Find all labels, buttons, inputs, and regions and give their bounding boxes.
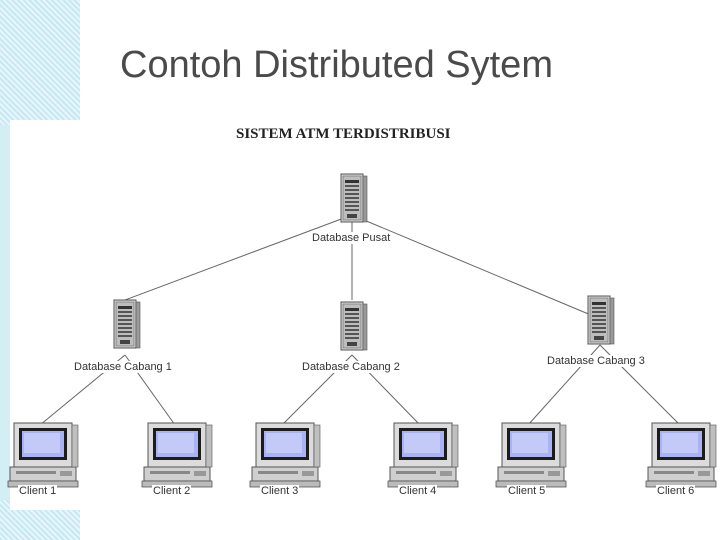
server-tower-icon <box>587 295 615 345</box>
client-label: Client 4 <box>398 485 438 497</box>
desktop-computer-icon <box>141 422 213 488</box>
server-tower-icon <box>113 299 141 349</box>
desktop-computer-icon <box>645 422 717 488</box>
desktop-computer-icon <box>7 422 79 488</box>
decorative-pattern-top <box>0 0 80 125</box>
slide-title: Contoh Distributed Sytem <box>120 44 553 86</box>
desktop-computer-icon <box>495 422 567 488</box>
central-server-label: Database Pusat <box>311 232 392 244</box>
desktop-computer-icon <box>249 422 321 488</box>
diagram-title: SISTEM ATM TERDISTRIBUSI <box>236 126 451 142</box>
branch-server-label: Database Cabang 1 <box>73 361 173 373</box>
server-tower-icon <box>340 301 368 351</box>
link-pusat-cabang1 <box>124 214 353 301</box>
client-label: Client 1 <box>18 485 58 497</box>
server-tower-icon <box>340 173 368 223</box>
branch-server-label: Database Cabang 3 <box>546 355 646 367</box>
link-pusat-cabang3 <box>351 214 599 319</box>
desktop-computer-icon <box>387 422 459 488</box>
branch-server-label: Database Cabang 2 <box>301 361 401 373</box>
client-label: Client 3 <box>260 485 300 497</box>
client-label: Client 5 <box>507 485 547 497</box>
client-label: Client 6 <box>656 485 696 497</box>
client-label: Client 2 <box>152 485 192 497</box>
